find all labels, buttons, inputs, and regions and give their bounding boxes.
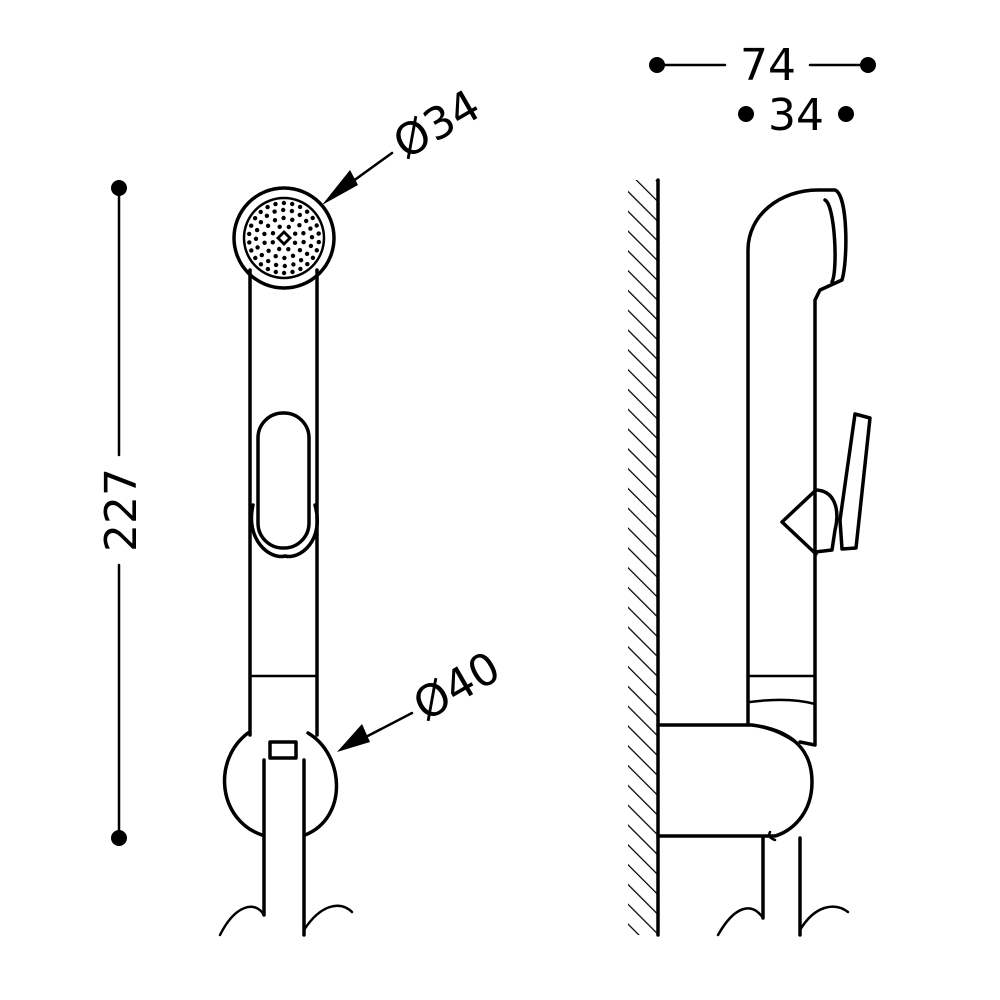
holder-diameter-label: Ø40 — [405, 642, 509, 731]
height-label: 227 — [96, 468, 147, 552]
nozzle-dot — [270, 231, 276, 236]
front-view: Ø34 Ø40 — [218, 80, 509, 937]
nozzle-dot — [265, 223, 271, 228]
nozzle-dot — [310, 255, 316, 260]
nozzle-dot — [270, 240, 275, 245]
nozzle-dot — [314, 223, 319, 228]
nozzle-dot — [281, 270, 287, 276]
nozzle-dot — [289, 208, 295, 214]
nozzle-dot — [273, 201, 278, 207]
nozzle-pattern — [247, 200, 321, 276]
nozzle-dot — [291, 262, 296, 267]
nozzle-dot — [266, 258, 271, 264]
nozzle-dot — [308, 226, 313, 231]
nozzle-dot — [266, 248, 271, 253]
nozzle-dot — [304, 218, 309, 224]
nozzle-dot — [264, 213, 270, 218]
nozzle-dot — [314, 248, 319, 253]
handset-front — [248, 268, 319, 737]
nozzle-dot — [247, 240, 252, 245]
nozzle-dot — [281, 207, 286, 213]
handset-side — [746, 188, 872, 747]
nozzle-dot — [297, 212, 302, 218]
nozzle-dot — [252, 216, 258, 221]
nozzle-dot — [249, 223, 254, 228]
nozzle-dot — [316, 231, 321, 236]
projection-dimensions: 74 34 — [649, 40, 876, 141]
nozzle-dot — [273, 262, 279, 268]
nozzle-dot — [293, 231, 298, 236]
nozzle-dot — [272, 209, 277, 214]
dimension-end-dot-bottom — [111, 830, 127, 846]
holder-diameter-callout: Ø40 — [337, 642, 509, 752]
projection-total-label: 74 — [740, 40, 796, 91]
holder-front — [222, 731, 339, 837]
nozzle-dot — [262, 240, 267, 245]
nozzle-dot — [290, 217, 295, 222]
nozzle-dot — [297, 248, 303, 253]
nozzle-dot — [286, 247, 291, 252]
nozzle-dot — [277, 224, 282, 229]
nozzle-dot — [253, 255, 258, 261]
head-diameter-callout: Ø34 — [322, 80, 489, 205]
nozzle-dot — [281, 200, 287, 206]
nozzle-dot — [310, 215, 315, 221]
nozzle-dot — [297, 223, 302, 228]
projection-holder-label: 34 — [768, 90, 824, 141]
nozzle-dot — [262, 231, 267, 237]
nozzle-dot — [286, 224, 291, 230]
nozzle-dot — [255, 245, 260, 250]
holder-side — [656, 723, 814, 842]
nozzle-dot — [249, 248, 254, 253]
nozzle-dot — [301, 231, 306, 236]
nozzle-dot — [273, 269, 278, 275]
nozzle-dot — [292, 240, 298, 245]
nozzle-dot — [309, 235, 315, 240]
nozzle-dot — [265, 266, 271, 272]
side-view — [628, 178, 872, 937]
nozzle-dot — [290, 269, 295, 275]
nozzle-dot — [272, 218, 278, 223]
nozzle-dot — [298, 258, 304, 263]
nozzle-dot — [297, 204, 303, 210]
nozzle-dot — [265, 204, 270, 210]
nozzle-dot — [258, 220, 264, 225]
nozzle-dot — [258, 262, 264, 267]
nozzle-dot — [282, 263, 287, 269]
head-diameter-label: Ø34 — [385, 80, 489, 169]
spray-head-front — [232, 186, 336, 290]
nozzle-dot — [281, 215, 286, 221]
nozzle-dot — [259, 252, 264, 258]
nozzle-dot — [253, 236, 259, 241]
height-dimension: 227 — [96, 180, 147, 846]
nozzle-dot — [304, 251, 310, 256]
nozzle-dot — [301, 239, 306, 245]
nozzle-dot — [308, 243, 314, 249]
nozzle-dot — [305, 261, 310, 267]
nozzle-dot — [247, 231, 252, 237]
nozzle-dot — [304, 209, 310, 214]
nozzle-dot — [290, 201, 295, 207]
nozzle-dot — [273, 254, 278, 259]
nozzle-dot — [316, 239, 321, 245]
wall-hatching — [628, 180, 658, 935]
nozzle-dot — [254, 227, 260, 233]
nozzle-dot — [298, 266, 303, 272]
nozzle-dot — [290, 253, 296, 258]
nozzle-dot — [277, 246, 282, 252]
nozzle-dot — [258, 209, 263, 215]
nozzle-dot — [282, 255, 287, 261]
